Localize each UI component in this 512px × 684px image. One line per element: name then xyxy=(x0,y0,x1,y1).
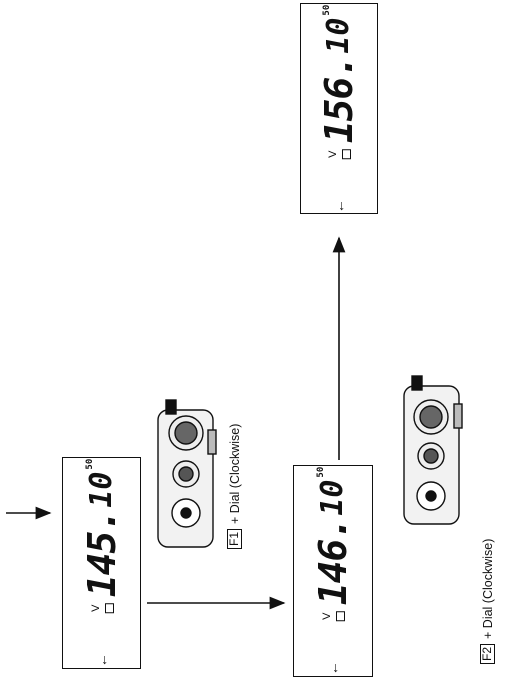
caption-f2-dial: F2 + Dial (Clockwise) xyxy=(480,539,495,664)
frequency-main: 145. xyxy=(79,509,124,598)
lcd-display-1: ← V 145. 10 50 xyxy=(62,457,141,669)
radio-top-illustration xyxy=(157,399,217,548)
f1-key-label: F1 xyxy=(227,528,242,549)
vfo-indicator: V xyxy=(89,603,114,614)
lcd-display-2: ← V 146. 10 50 xyxy=(293,465,373,677)
vfo-indicator: V xyxy=(327,148,352,159)
caption-f1-dial: F1 + Dial (Clockwise) xyxy=(227,424,242,549)
caption-f2-text: + Dial (Clockwise) xyxy=(480,538,495,639)
frequency-sub-digits: 50 xyxy=(84,458,95,470)
frequency-main: 156. xyxy=(317,55,361,143)
indicator-square-icon xyxy=(342,148,352,159)
back-arrow-icon: ← xyxy=(325,661,341,676)
caption-f1-text: + Dial (Clockwise) xyxy=(227,423,242,524)
frequency-sub-digits: 50 xyxy=(316,466,326,478)
f2-key-label: F2 xyxy=(480,643,495,664)
frequency-main: 146. xyxy=(311,517,355,606)
frequency-decimal: 10 xyxy=(315,479,350,516)
back-arrow-icon: ← xyxy=(331,198,347,213)
frequency-sub-digits: 50 xyxy=(322,4,332,16)
lcd-display-3: ← V 156. 10 50 xyxy=(300,3,378,214)
frequency-decimal: 10 xyxy=(321,17,356,54)
vfo-indicator: V xyxy=(321,611,346,622)
back-arrow-icon: ← xyxy=(93,653,110,668)
indicator-square-icon xyxy=(104,603,114,614)
frequency-decimal: 10 xyxy=(83,471,119,508)
radio-bottom-illustration xyxy=(403,375,463,525)
indicator-square-icon xyxy=(336,611,346,622)
